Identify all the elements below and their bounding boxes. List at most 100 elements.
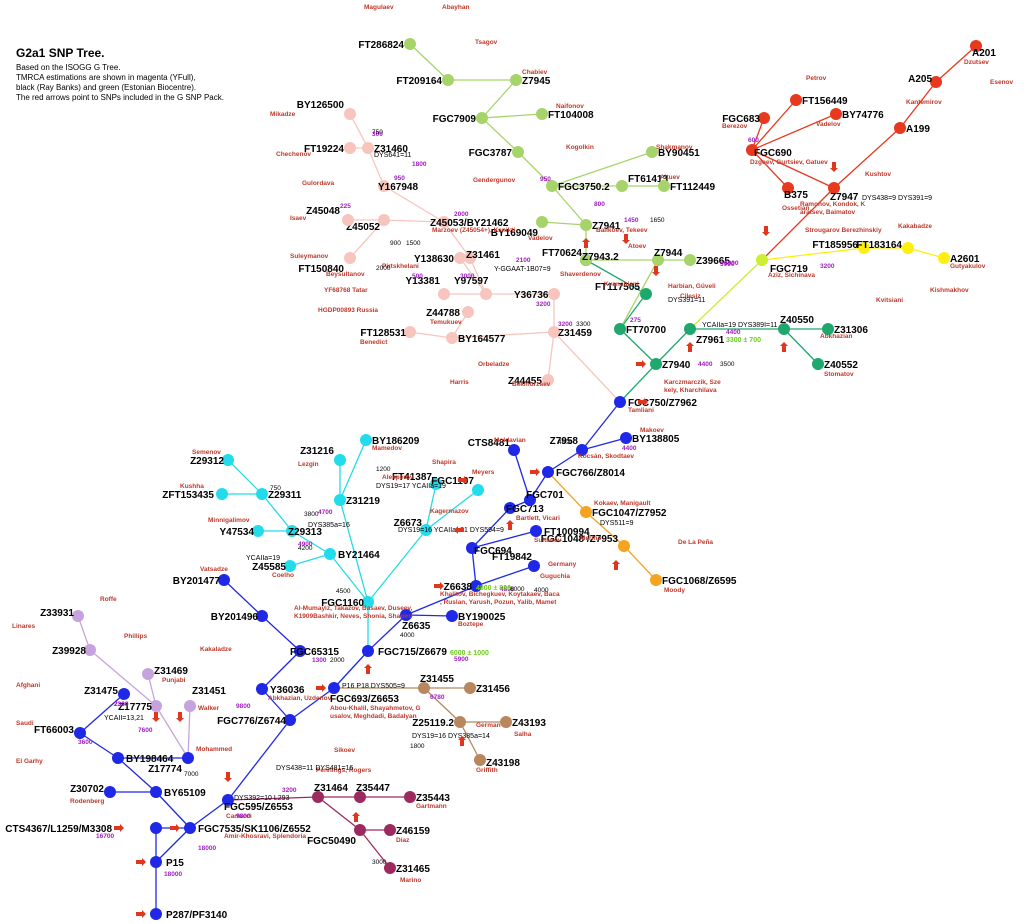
snp-node[interactable] (420, 524, 432, 536)
snp-node[interactable] (616, 180, 628, 192)
snp-node[interactable] (384, 862, 396, 874)
snp-node[interactable] (472, 484, 484, 496)
snp-node[interactable] (640, 288, 652, 300)
snp-node[interactable] (548, 326, 560, 338)
snp-node[interactable] (504, 502, 516, 514)
snp-node[interactable] (418, 682, 430, 694)
snp-node[interactable] (620, 432, 632, 444)
snp-node[interactable] (580, 219, 592, 231)
snp-node[interactable] (618, 540, 630, 552)
snp-node[interactable] (894, 122, 906, 134)
snp-node[interactable] (464, 252, 476, 264)
snp-node[interactable] (454, 252, 466, 264)
snp-node[interactable] (72, 610, 84, 622)
snp-node[interactable] (222, 454, 234, 466)
snp-node[interactable] (344, 108, 356, 120)
snp-node[interactable] (404, 38, 416, 50)
snp-node[interactable] (580, 254, 592, 266)
snp-node[interactable] (758, 112, 770, 124)
snp-node[interactable] (334, 454, 346, 466)
snp-node[interactable] (256, 683, 268, 695)
snp-node[interactable] (512, 146, 524, 158)
snp-node[interactable] (150, 822, 162, 834)
snp-node[interactable] (294, 645, 306, 657)
snp-node[interactable] (536, 108, 548, 120)
snp-node[interactable] (256, 488, 268, 500)
snp-node[interactable] (312, 791, 324, 803)
snp-node[interactable] (104, 786, 116, 798)
snp-node[interactable] (446, 610, 458, 622)
snp-node[interactable] (150, 786, 162, 798)
snp-node[interactable] (150, 700, 162, 712)
snp-node[interactable] (284, 560, 296, 572)
snp-node[interactable] (286, 525, 298, 537)
snp-node[interactable] (150, 856, 162, 868)
snp-node[interactable] (344, 142, 356, 154)
snp-node[interactable] (256, 610, 268, 622)
snp-node[interactable] (342, 214, 354, 226)
snp-node[interactable] (658, 180, 670, 192)
snp-node[interactable] (74, 727, 86, 739)
snp-node[interactable] (404, 791, 416, 803)
snp-node[interactable] (462, 306, 474, 318)
snp-node[interactable] (684, 323, 696, 335)
snp-node[interactable] (454, 716, 466, 728)
snp-node[interactable] (476, 112, 488, 124)
snp-node[interactable] (354, 791, 366, 803)
snp-node[interactable] (384, 824, 396, 836)
snp-node[interactable] (528, 560, 540, 572)
snp-node[interactable] (182, 752, 194, 764)
snp-node[interactable] (466, 542, 478, 554)
snp-node[interactable] (362, 645, 374, 657)
snp-node[interactable] (546, 180, 558, 192)
snp-node[interactable] (470, 580, 482, 592)
snp-node[interactable] (84, 644, 96, 656)
snp-node[interactable] (222, 794, 234, 806)
snp-node[interactable] (360, 434, 372, 446)
snp-node[interactable] (216, 488, 228, 500)
snp-node[interactable] (464, 682, 476, 694)
snp-node[interactable] (184, 822, 196, 834)
snp-node[interactable] (646, 146, 658, 158)
snp-node[interactable] (438, 216, 450, 228)
snp-node[interactable] (524, 494, 536, 506)
snp-node[interactable] (778, 323, 790, 335)
snp-node[interactable] (404, 326, 416, 338)
snp-node[interactable] (746, 144, 758, 156)
snp-node[interactable] (756, 254, 768, 266)
snp-node[interactable] (400, 609, 412, 621)
snp-node[interactable] (684, 254, 696, 266)
snp-node[interactable] (580, 506, 592, 518)
snp-node[interactable] (828, 182, 840, 194)
snp-node[interactable] (902, 242, 914, 254)
snp-node[interactable] (822, 323, 834, 335)
snp-node[interactable] (970, 40, 982, 52)
snp-node[interactable] (830, 108, 842, 120)
snp-node[interactable] (782, 182, 794, 194)
snp-node[interactable] (542, 466, 554, 478)
snp-node[interactable] (378, 214, 390, 226)
snp-node[interactable] (650, 358, 662, 370)
snp-node[interactable] (284, 714, 296, 726)
snp-node[interactable] (324, 548, 336, 560)
snp-node[interactable] (344, 252, 356, 264)
snp-node[interactable] (530, 525, 542, 537)
snp-node[interactable] (548, 288, 560, 300)
snp-node[interactable] (614, 396, 626, 408)
snp-node[interactable] (378, 180, 390, 192)
snp-node[interactable] (474, 754, 486, 766)
snp-node[interactable] (218, 574, 230, 586)
snp-node[interactable] (790, 94, 802, 106)
snp-node[interactable] (508, 444, 520, 456)
snp-node[interactable] (328, 682, 340, 694)
snp-node[interactable] (354, 824, 366, 836)
snp-node[interactable] (150, 908, 162, 920)
snp-node[interactable] (542, 374, 554, 386)
snp-node[interactable] (362, 596, 374, 608)
snp-node[interactable] (438, 288, 450, 300)
snp-node[interactable] (118, 688, 130, 700)
snp-node[interactable] (184, 700, 196, 712)
snp-node[interactable] (112, 752, 124, 764)
snp-node[interactable] (812, 358, 824, 370)
snp-node[interactable] (442, 74, 454, 86)
